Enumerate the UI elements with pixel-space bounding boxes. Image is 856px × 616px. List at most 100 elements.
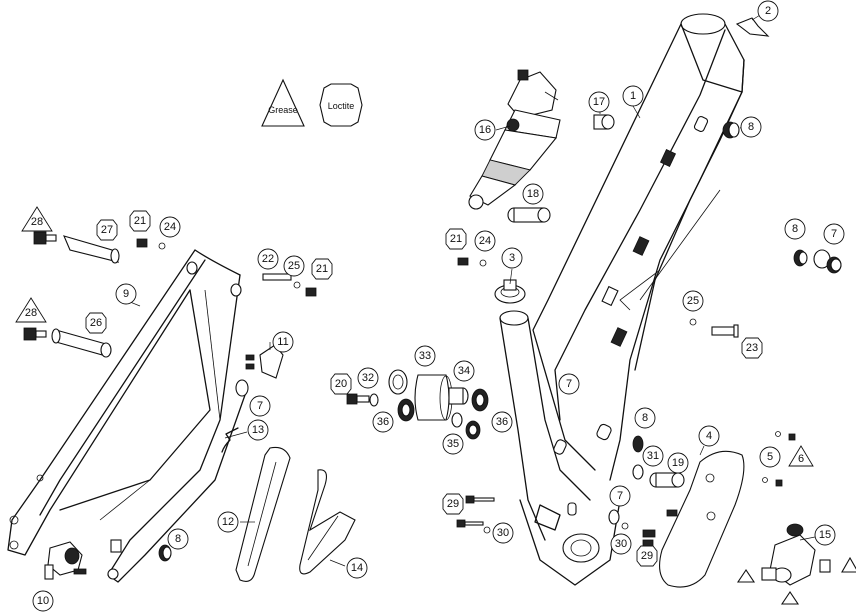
svg-text:21: 21 bbox=[134, 215, 146, 227]
callout-21a: 21 bbox=[129, 210, 151, 232]
svg-text:29: 29 bbox=[447, 498, 459, 510]
callout-18: 18 bbox=[522, 183, 544, 205]
callout-6: 6 bbox=[788, 445, 814, 467]
bolts-5 bbox=[762, 431, 796, 487]
callout-30b: 30 bbox=[610, 533, 632, 555]
svg-text:7: 7 bbox=[257, 400, 263, 412]
callout-25b: 25 bbox=[682, 290, 704, 312]
svg-text:32: 32 bbox=[362, 372, 374, 384]
svg-text:10: 10 bbox=[37, 595, 49, 607]
loctite-legend: Loctite bbox=[319, 83, 363, 127]
hardware-23-25 bbox=[689, 318, 739, 338]
callout-22: 22 bbox=[257, 248, 279, 270]
callout-29b: 29 bbox=[636, 545, 658, 567]
svg-text:Grease: Grease bbox=[268, 105, 298, 115]
callout-7c: 7 bbox=[609, 485, 631, 507]
callout-31: 31 bbox=[642, 445, 664, 467]
svg-text:5: 5 bbox=[767, 451, 773, 463]
bolts-29-30 bbox=[456, 495, 495, 534]
callout-4: 4 bbox=[698, 425, 720, 447]
svg-text:7: 7 bbox=[831, 228, 837, 240]
callout-10: 10 bbox=[32, 590, 54, 612]
svg-text:21: 21 bbox=[450, 233, 462, 245]
callout-13: 13 bbox=[247, 419, 269, 441]
bushing-18 bbox=[507, 207, 551, 223]
callout-2: 2 bbox=[757, 0, 779, 22]
chainstay-protector-14 bbox=[299, 469, 356, 575]
svg-text:34: 34 bbox=[458, 365, 470, 377]
svg-text:16: 16 bbox=[479, 124, 491, 136]
callout-21b: 21 bbox=[311, 258, 333, 280]
rear-shock bbox=[468, 69, 561, 210]
callout-36b: 36 bbox=[491, 411, 513, 433]
svg-text:3: 3 bbox=[509, 252, 515, 264]
headset-cup bbox=[735, 17, 770, 37]
callout-17: 17 bbox=[588, 91, 610, 113]
hardware-21-24-right bbox=[457, 257, 487, 267]
main-pivot-hardware bbox=[346, 369, 489, 440]
svg-text:23: 23 bbox=[746, 342, 758, 354]
chainstay-protector-12 bbox=[235, 446, 291, 582]
callout-20: 20 bbox=[330, 373, 352, 395]
callout-8b: 8 bbox=[784, 218, 806, 240]
svg-text:12: 12 bbox=[222, 516, 234, 528]
callout-3: 3 bbox=[501, 247, 523, 269]
callout-28b: 28 bbox=[15, 297, 47, 323]
svg-text:35: 35 bbox=[447, 438, 459, 450]
cable-guide-11 bbox=[235, 344, 284, 397]
dropout-10 bbox=[44, 541, 87, 580]
callout-8c: 8 bbox=[634, 407, 656, 429]
svg-text:9: 9 bbox=[123, 288, 129, 300]
callout-30a: 30 bbox=[492, 522, 514, 544]
callout-24b: 24 bbox=[474, 230, 496, 252]
callout-32: 32 bbox=[357, 367, 379, 389]
callout-7d: 7 bbox=[249, 395, 271, 417]
svg-text:2: 2 bbox=[765, 5, 771, 17]
svg-text:19: 19 bbox=[672, 457, 684, 469]
svg-text:14: 14 bbox=[351, 562, 363, 574]
svg-text:11: 11 bbox=[277, 336, 288, 348]
callout-24a: 24 bbox=[159, 216, 181, 238]
main-frame bbox=[499, 13, 745, 586]
svg-text:29: 29 bbox=[641, 550, 653, 562]
svg-text:8: 8 bbox=[748, 121, 754, 133]
svg-text:8: 8 bbox=[642, 412, 648, 424]
bushing-17 bbox=[593, 114, 615, 130]
svg-text:22: 22 bbox=[262, 253, 274, 265]
callout-1: 1 bbox=[622, 85, 644, 107]
callout-19: 19 bbox=[667, 452, 689, 474]
callout-16: 16 bbox=[474, 119, 496, 141]
callout-8d: 8 bbox=[167, 528, 189, 550]
callout-29a: 29 bbox=[442, 493, 464, 515]
callout-27: 27 bbox=[96, 219, 118, 241]
svg-text:1: 1 bbox=[630, 90, 636, 102]
callout-21c: 21 bbox=[445, 228, 467, 250]
svg-text:27: 27 bbox=[101, 224, 113, 236]
chainstay-guard bbox=[659, 450, 745, 588]
svg-text:24: 24 bbox=[164, 221, 176, 233]
callout-7a: 7 bbox=[558, 373, 580, 395]
svg-text:36: 36 bbox=[377, 416, 389, 428]
callout-12: 12 bbox=[217, 511, 239, 533]
bushings-7-8-far-right bbox=[793, 249, 842, 274]
svg-text:18: 18 bbox=[527, 188, 539, 200]
grease-legend: Grease bbox=[261, 78, 305, 127]
callout-34: 34 bbox=[453, 360, 475, 382]
svg-text:15: 15 bbox=[819, 529, 831, 541]
callout-11: 11 bbox=[272, 331, 294, 353]
callout-26: 26 bbox=[85, 312, 107, 334]
svg-text:30: 30 bbox=[615, 538, 627, 550]
callout-35: 35 bbox=[442, 433, 464, 455]
callout-7b: 7 bbox=[823, 223, 845, 245]
svg-text:33: 33 bbox=[419, 350, 431, 362]
svg-text:26: 26 bbox=[90, 317, 102, 329]
callout-15: 15 bbox=[814, 524, 836, 546]
callout-25a: 25 bbox=[283, 255, 305, 277]
pivot-axle-27 bbox=[33, 231, 166, 264]
bushing-8-top bbox=[722, 121, 740, 139]
svg-text:13: 13 bbox=[252, 424, 264, 436]
pivot-axle-26 bbox=[23, 327, 112, 358]
svg-text:17: 17 bbox=[593, 96, 605, 108]
svg-text:25: 25 bbox=[687, 295, 699, 307]
